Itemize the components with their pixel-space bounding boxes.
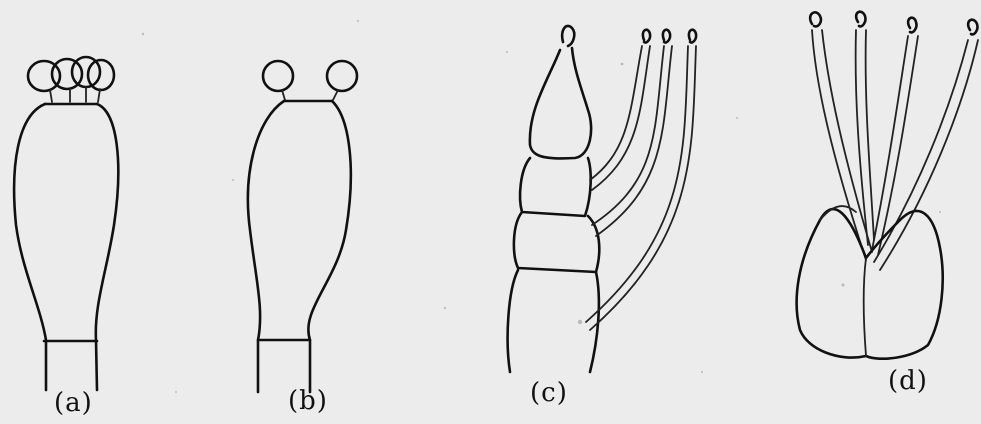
- figure-a-drawing: [14, 57, 118, 390]
- paper-texture: [142, 20, 941, 393]
- figure-b-label: (b): [288, 386, 328, 416]
- figure-c-label: (c): [530, 378, 568, 408]
- figure-a-label: (a): [54, 388, 93, 418]
- figure-b-drawing: [248, 61, 357, 392]
- figure-c-drawing: [508, 26, 697, 372]
- figure-d-drawing: [797, 12, 978, 359]
- figure-d-label: (d): [888, 366, 928, 396]
